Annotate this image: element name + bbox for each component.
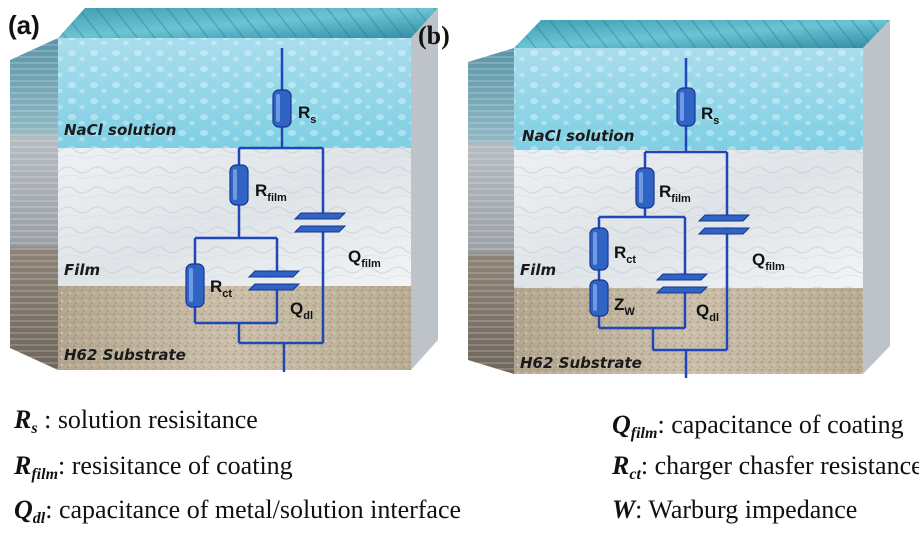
label-rfilm-a: Rfilm	[255, 181, 287, 204]
resistor-rct-a	[185, 263, 205, 308]
label-qdl-b: Qdl	[696, 301, 719, 324]
legend-description: capacitance of metal/solution interface	[52, 495, 462, 524]
legend-rs: Rs : solution resisitance	[14, 405, 258, 439]
resistor-rfilm-a	[229, 164, 249, 206]
legend-symbol: Qdl:	[14, 495, 53, 527]
label-rs-b: Rs	[701, 104, 719, 127]
legend-symbol: Rct:	[612, 451, 649, 483]
legend-symbol: Rfilm:	[14, 451, 66, 483]
legend-symbol: Rs :	[14, 405, 52, 437]
legend-description: charger chasfer resistance	[648, 451, 919, 480]
circuit-wires-a	[193, 48, 325, 372]
label-zw-b: ZW	[614, 295, 635, 318]
panel-b-tag: (b)	[418, 21, 450, 50]
label-rfilm-b: Rfilm	[659, 182, 691, 205]
legend-description: resisitance of coating	[65, 451, 293, 480]
resistor-rfilm-b	[635, 167, 655, 209]
resistor-rs-a	[272, 89, 292, 128]
label-qfilm-a: Qfilm	[348, 247, 381, 270]
resistor-rct-b	[589, 227, 609, 271]
cube-b	[468, 20, 890, 374]
legend-symbol: W:	[612, 495, 643, 524]
legend-symbol: Qfilm:	[612, 410, 665, 442]
equivalent-circuit-figure: (a) NaCl solution Film H62 Substrate	[8, 8, 890, 378]
label-qfilm-b: Qfilm	[752, 250, 785, 273]
label-rs-a: Rs	[298, 103, 316, 126]
capacitor-qfilm-b	[697, 214, 751, 235]
label-rct-a: Rct	[210, 277, 232, 300]
legend-w: W: Warburg impedance	[612, 495, 857, 529]
layer-label-solution: NaCl solution	[64, 121, 176, 139]
warburg-zw-b	[589, 279, 609, 317]
circuit-wires-b	[597, 58, 729, 378]
legend-rfilm: Rfilm: resisitance of coating	[14, 451, 293, 485]
legend-description: Warburg impedance	[642, 495, 858, 524]
capacitor-qfilm-a	[293, 212, 347, 233]
capacitor-qdl-a	[247, 270, 301, 291]
layer-label-film: Film	[520, 261, 556, 279]
layer-label-substrate: H62 Substrate	[64, 346, 186, 364]
cube-a	[10, 8, 438, 370]
layer-label-solution: NaCl solution	[522, 127, 634, 145]
layer-label-substrate: H62 Substrate	[520, 354, 642, 372]
resistor-rs-b	[676, 87, 696, 127]
capacitor-qdl-b	[655, 273, 709, 294]
legend-qdl: Qdl: capacitance of metal/solution inter…	[14, 495, 461, 529]
layer-label-film: Film	[64, 261, 100, 279]
panel-b: (b) NaCl solution Film H62 Substrate	[418, 20, 890, 378]
panel-a: (a) NaCl solution Film H62 Substrate	[8, 8, 438, 372]
legend-rct: Rct: charger chasfer resistance	[612, 451, 919, 485]
legend-qfilm: Qfilm: capacitance of coating	[612, 410, 904, 444]
label-rct-b: Rct	[614, 243, 636, 266]
panel-a-tag: (a)	[8, 10, 40, 40]
legend-description: solution resisitance	[51, 405, 258, 434]
legend-description: capacitance of coating	[664, 410, 904, 439]
label-qdl-a: Qdl	[290, 299, 313, 322]
